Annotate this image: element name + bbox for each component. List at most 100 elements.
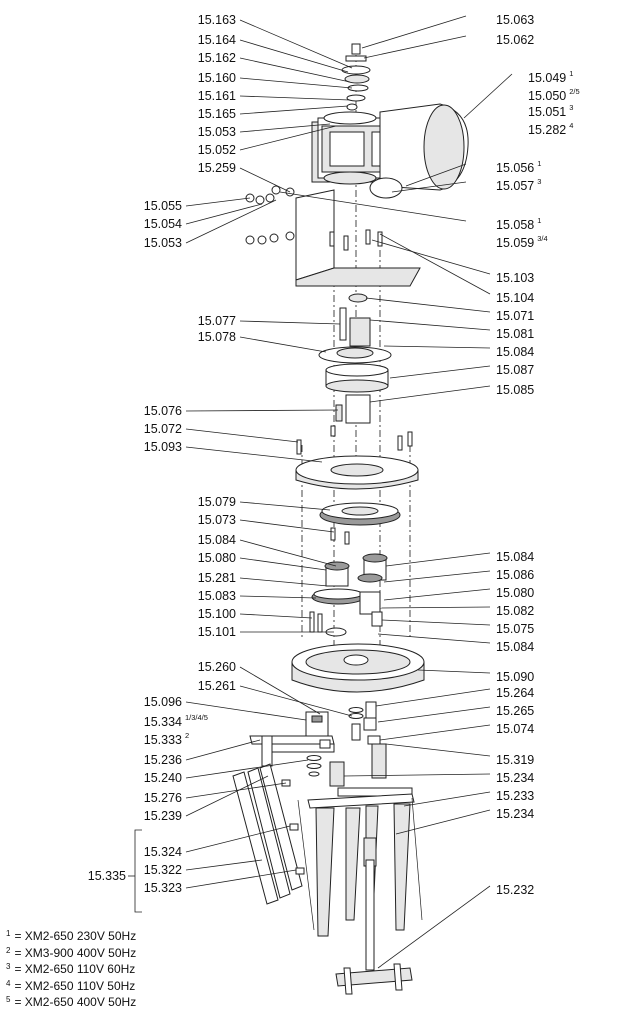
legend-row: 1= XM2-650 230V 50Hz	[6, 928, 136, 945]
part-label-15-074: 15.074	[496, 722, 534, 736]
leader-line	[365, 297, 491, 313]
legend-text: = XM2-650 110V 60Hz	[14, 962, 136, 976]
leader-line	[239, 557, 327, 571]
part-label-15-049: 15.049	[528, 71, 566, 85]
leader-line	[185, 775, 269, 817]
leader-line	[385, 552, 491, 567]
part-label-15-234: 15.234	[496, 771, 534, 785]
part-label-15-165: 15.165	[198, 107, 236, 121]
leader-line	[185, 869, 297, 889]
legend-number: 5	[6, 995, 11, 1004]
part-label-15-080: 15.080	[496, 586, 534, 600]
part-label-15-240: 15.240	[144, 771, 182, 785]
leader-line	[379, 233, 491, 295]
leader-line	[417, 669, 491, 674]
leader-line	[239, 519, 335, 533]
part-label-15-333-superscript: 2	[185, 731, 189, 740]
part-label-15-103: 15.103	[496, 271, 534, 285]
legend-number: 3	[6, 962, 11, 971]
gear-housing	[291, 643, 425, 693]
legend-row: 4= XM2-650 110V 50Hz	[6, 978, 136, 995]
part-label-15-276: 15.276	[144, 791, 182, 805]
group-label-15-335: 15.335	[88, 869, 126, 883]
leader-line	[239, 685, 353, 717]
part-label-15-059: 15.059	[496, 236, 534, 250]
upper-plate	[295, 431, 419, 490]
leader-line	[185, 759, 309, 779]
leader-line	[363, 35, 467, 59]
leader-line	[383, 588, 491, 601]
leader-line	[239, 501, 331, 511]
part-label-15-104: 15.104	[496, 291, 534, 305]
part-label-15-084: 15.084	[496, 640, 534, 654]
part-label-15-059-superscript: 3/4	[537, 234, 547, 243]
part-label-15-324: 15.324	[144, 845, 182, 859]
part-label-15-163: 15.163	[198, 13, 236, 27]
part-label-15-058: 15.058	[496, 218, 534, 232]
leader-line	[239, 595, 317, 599]
part-label-15-232: 15.232	[496, 883, 534, 897]
legend-row: 3= XM2-650 110V 60Hz	[6, 961, 136, 978]
part-label-15-164: 15.164	[198, 33, 236, 47]
part-label-15-054: 15.054	[144, 217, 182, 231]
leader-line	[391, 181, 467, 193]
part-label-15-080: 15.080	[198, 551, 236, 565]
leader-line	[239, 77, 353, 89]
legend-number: 1	[6, 929, 11, 938]
part-label-15-093: 15.093	[144, 440, 182, 454]
leader-line	[239, 123, 331, 133]
leader-line	[239, 105, 349, 115]
legend-row: 5= XM2-650 400V 50Hz	[6, 994, 136, 1011]
part-label-15-049-superscript: 1	[569, 69, 573, 78]
part-label-15-086: 15.086	[496, 568, 534, 582]
part-label-15-053: 15.053	[144, 236, 182, 250]
leader-line	[239, 336, 327, 353]
part-label-15-056-superscript: 1	[537, 159, 541, 168]
leader-line	[279, 191, 467, 222]
part-label-15-076: 15.076	[144, 404, 182, 418]
part-label-15-083: 15.083	[198, 589, 236, 603]
part-label-15-079: 15.079	[198, 495, 236, 509]
part-label-15-082: 15.082	[496, 604, 534, 618]
part-label-15-084: 15.084	[496, 550, 534, 564]
legend-row: 2= XM3-900 400V 50Hz	[6, 945, 136, 962]
leader-line	[185, 197, 251, 207]
leader-line	[383, 570, 491, 583]
part-label-15-051-superscript: 3	[569, 103, 573, 112]
leader-line	[185, 825, 291, 853]
leader-line	[369, 319, 491, 331]
leader-line	[185, 199, 277, 244]
part-label-15-062: 15.062	[496, 33, 534, 47]
part-label-15-056: 15.056	[496, 161, 534, 175]
leader-line	[239, 320, 341, 325]
part-label-15-260: 15.260	[198, 660, 236, 674]
leader-line	[185, 859, 263, 871]
part-label-15-239: 15.239	[144, 809, 182, 823]
legend-text: = XM2-650 400V 50Hz	[14, 995, 137, 1009]
leader-line	[405, 163, 467, 187]
part-label-15-334: 15.334	[144, 715, 182, 729]
leader-line	[377, 633, 491, 644]
ring-gear	[319, 502, 401, 545]
leader-line	[403, 791, 491, 807]
part-label-15-052: 15.052	[198, 143, 236, 157]
leader-line	[375, 688, 491, 707]
part-label-15-096: 15.096	[144, 695, 182, 709]
part-label-15-077: 15.077	[198, 314, 236, 328]
part-label-15-072: 15.072	[144, 422, 182, 436]
part-label-15-075: 15.075	[496, 622, 534, 636]
leader-line	[239, 19, 353, 69]
part-label-15-058-superscript: 1	[537, 216, 541, 225]
part-label-15-160: 15.160	[198, 71, 236, 85]
leader-line	[239, 167, 291, 193]
beater-set-left	[232, 763, 305, 905]
shaft-assembly	[318, 293, 392, 437]
leader-line	[185, 739, 261, 761]
part-label-15-322: 15.322	[144, 863, 182, 877]
leader-line	[383, 345, 491, 349]
part-label-15-162: 15.162	[198, 51, 236, 65]
leader-line	[369, 385, 491, 403]
